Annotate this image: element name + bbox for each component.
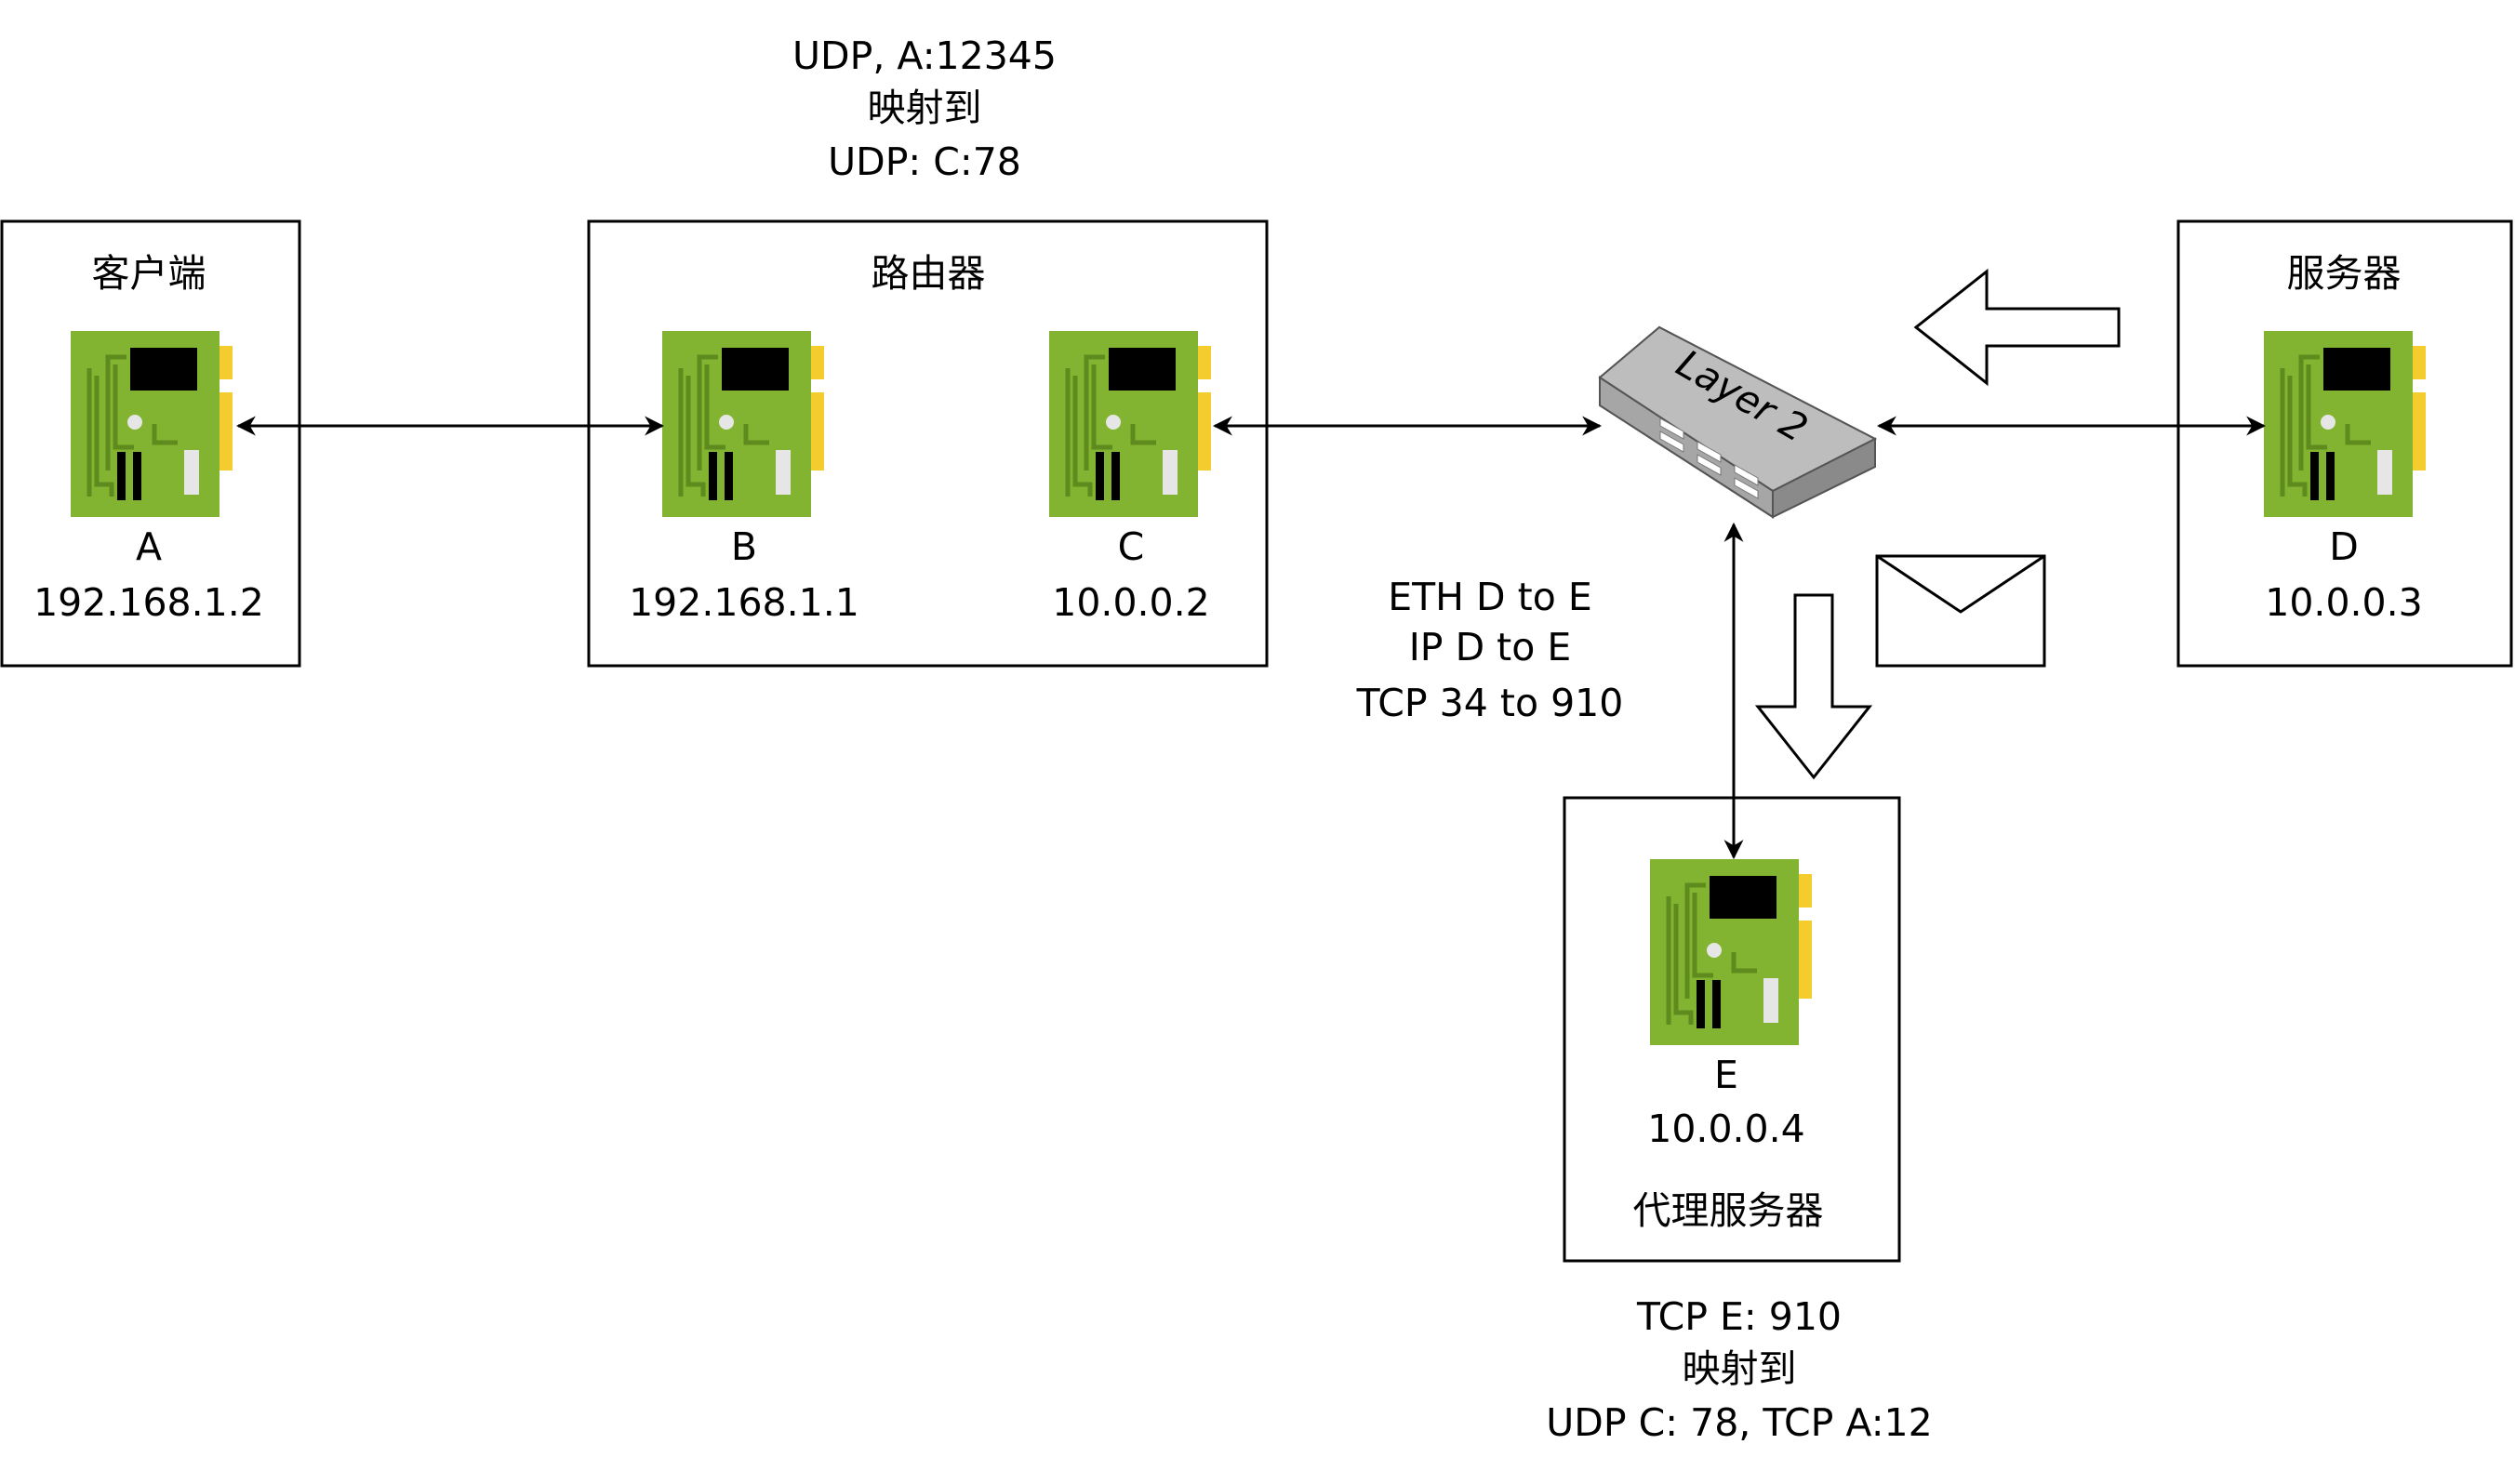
nic-d-ip: 10.0.0.3 xyxy=(2265,580,2423,625)
nat-mapping-line: UDP: C:78 xyxy=(828,139,1021,184)
packet-header-line: IP D to E xyxy=(1409,625,1572,669)
nat-mapping-line: UDP, A:12345 xyxy=(792,33,1057,78)
nic-e-ip: 10.0.0.4 xyxy=(1647,1106,1805,1151)
packet-headers-annotation: ETH D to E IP D to E TCP 34 to 910 xyxy=(1356,575,1624,725)
proxy-mapping-line: TCP E: 910 xyxy=(1636,1294,1842,1339)
nic-b-ip: 192.168.1.1 xyxy=(629,580,859,625)
nic-c-ip: 10.0.0.2 xyxy=(1052,580,1210,625)
nat-mapping-line: 映射到 xyxy=(868,86,982,130)
proxy-title: 代理服务器 xyxy=(1633,1188,1824,1233)
proxy-mapping-annotation: TCP E: 910 映射到 UDP C: 78, TCP A:12 xyxy=(1546,1294,1932,1445)
hollow-arrow-down-icon xyxy=(1754,593,1873,780)
nic-d-name: D xyxy=(2329,524,2359,569)
network-card-icon xyxy=(1650,859,1812,1045)
envelope-icon xyxy=(1875,554,2046,668)
client-title: 客户端 xyxy=(92,251,206,296)
server-title: 服务器 xyxy=(2287,251,2402,296)
packet-header-line: ETH D to E xyxy=(1388,575,1592,619)
hollow-arrow-left-icon xyxy=(1913,268,2121,387)
network-card-icon xyxy=(2264,331,2426,517)
nic-b-name: B xyxy=(731,524,757,569)
layer2-switch-icon: Layer 2 xyxy=(1598,325,1878,519)
nic-c-name: C xyxy=(1118,524,1145,569)
nic-e-name: E xyxy=(1714,1053,1738,1097)
nic-a-ip: 192.168.1.2 xyxy=(33,580,264,625)
network-card-icon xyxy=(71,331,233,517)
packet-header-line: TCP 34 to 910 xyxy=(1356,681,1624,725)
proxy-mapping-line: 映射到 xyxy=(1683,1346,1797,1391)
nat-mapping-annotation: UDP, A:12345 映射到 UDP: C:78 xyxy=(792,33,1057,184)
network-card-icon xyxy=(1049,331,1211,517)
nic-a-name: A xyxy=(136,524,162,569)
router-title: 路由器 xyxy=(872,251,986,296)
network-card-icon xyxy=(662,331,824,517)
proxy-mapping-line: UDP C: 78, TCP A:12 xyxy=(1546,1400,1932,1445)
